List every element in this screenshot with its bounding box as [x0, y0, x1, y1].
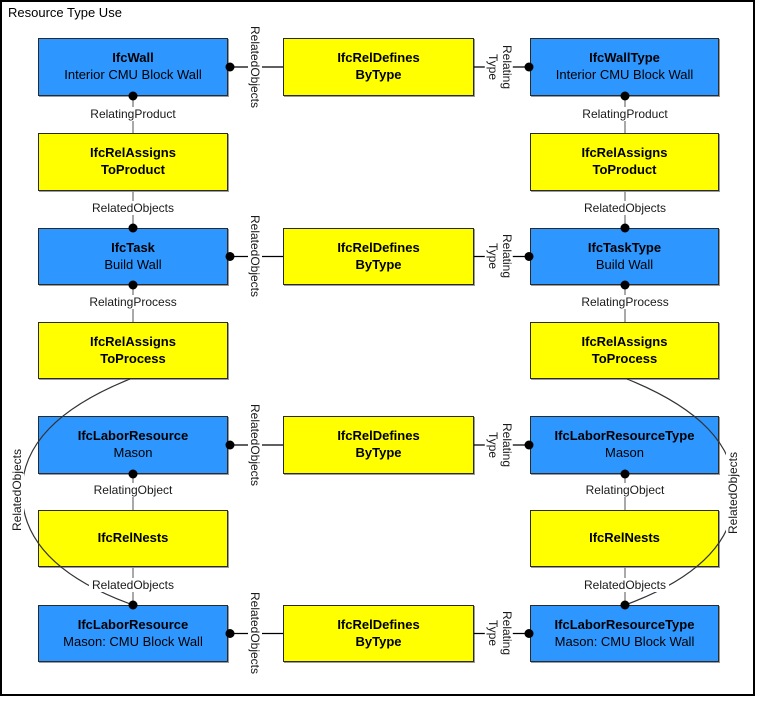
connector-label-relatedobjects-mid4: RelatedObjects [248, 589, 262, 677]
node-ifctasktype: IfcTaskType Build Wall [530, 228, 719, 285]
node-ifclaborresource-mason-cmu: IfcLaborResource Mason: CMU Block Wall [38, 605, 228, 662]
connector-label-relatingproduct-left: RelatingProduct [87, 107, 179, 121]
node-ifclaborresourcetype-mason: IfcLaborResourceType Mason [530, 416, 719, 474]
relatingtype-line2: Type [486, 619, 500, 646]
relatingtype-line1: Relating [499, 422, 514, 468]
node-type-label: IfcLaborResource [77, 616, 189, 632]
connector-label-relatedobjects-mid2: RelatedObjects [248, 212, 262, 300]
node-type-label: IfcTask [111, 239, 155, 255]
node-ifcrelassignstoproduct-left: IfcRelAssigns ToProduct [38, 133, 228, 191]
relatingtype-line2: Type [486, 53, 500, 80]
node-ifcrelassignstoprocess-right: IfcRelAssigns ToProcess [530, 322, 719, 379]
node-type-label2: ByType [355, 67, 402, 82]
connector-label-relatedobjects-left1: RelatedObjects [88, 201, 178, 215]
node-type-label: IfcWall [112, 50, 154, 66]
node-ifcreldefinesbytype-2: IfcRelDefines ByType [283, 228, 474, 285]
relatingtype-line1: Relating [499, 233, 514, 279]
node-type-label: IfcRelDefines [337, 616, 420, 632]
node-type-label2: ByType [355, 445, 402, 460]
node-type-label2: ToProcess [591, 350, 658, 366]
node-type-label: IfcRelAssigns [581, 145, 668, 161]
node-instance-label: Mason: CMU Block Wall [63, 633, 203, 649]
node-type-label: IfcLaborResourceType [554, 616, 695, 632]
node-ifcreldefinesbytype-3: IfcRelDefines ByType [283, 416, 474, 474]
connector-label-relatingprocess-right: RelatingProcess [578, 295, 672, 309]
node-ifcrelnests-left: IfcRelNests [38, 510, 228, 567]
connector-label-relatingtype-4: Relating Type [485, 608, 514, 658]
node-type-label: IfcRelDefines [337, 50, 420, 66]
node-type-label2: ByType [355, 633, 402, 649]
node-type-label: IfcWallType [589, 50, 660, 66]
node-type-label2: ToProduct [592, 162, 657, 177]
connector-label-relatedobjects-arc-right: RelatedObjects [726, 449, 740, 537]
connector-label-relatedobjects-right1: RelatedObjects [580, 201, 670, 215]
diagram-title: Resource Type Use [8, 5, 122, 20]
node-type-label: IfcLaborResourceType [554, 428, 695, 444]
node-type-label: IfcRelNests [97, 530, 169, 546]
node-instance-label: Build Wall [595, 256, 654, 272]
node-ifcrelassignstoproduct-right: IfcRelAssigns ToProduct [530, 133, 719, 191]
connector-label-relatingobject-right: RelatingObject [582, 483, 668, 497]
node-instance-label: Build Wall [104, 256, 162, 272]
connector-label-relatingprocess-left: RelatingProcess [86, 295, 180, 309]
node-type-label: IfcRelDefines [337, 428, 420, 444]
node-ifclaborresourcetype-mason-cmu: IfcLaborResourceType Mason: CMU Block Wa… [530, 605, 719, 662]
node-type-label: IfcRelAssigns [581, 333, 668, 349]
node-instance-label: Interior CMU Block Wall [555, 67, 694, 82]
connector-label-relatedobjects-mid3: RelatedObjects [248, 401, 262, 489]
node-type-label: IfcLaborResource [77, 428, 189, 444]
node-type-label2: ByType [355, 256, 402, 272]
connector-label-relatingtype-1: Relating Type [485, 42, 514, 92]
node-type-label: IfcRelNests [589, 530, 660, 546]
node-type-label: IfcTaskType [587, 239, 662, 255]
node-ifcwalltype: IfcWallType Interior CMU Block Wall [530, 38, 719, 96]
connector-label-relatedobjects-arc-left: RelatedObjects [10, 446, 24, 534]
relatingtype-line2: Type [486, 431, 500, 458]
node-ifcreldefinesbytype-4: IfcRelDefines ByType [283, 605, 474, 662]
node-ifcrelassignstoprocess-left: IfcRelAssigns ToProcess [38, 322, 228, 379]
connector-label-relatedobjects-mid1: RelatedObjects [248, 23, 262, 111]
node-ifcrelnests-right: IfcRelNests [530, 510, 719, 567]
connector-label-relatedobjects-right2: RelatedObjects [580, 578, 670, 592]
relatingtype-line1: Relating [499, 44, 514, 90]
node-ifclaborresource-mason: IfcLaborResource Mason [38, 416, 228, 474]
connector-label-relatingtype-2: Relating Type [485, 231, 514, 281]
node-instance-label: Mason [604, 445, 645, 460]
node-ifctask: IfcTask Build Wall [38, 228, 228, 285]
node-ifcwall: IfcWall Interior CMU Block Wall [38, 38, 228, 96]
node-type-label: IfcRelAssigns [90, 145, 176, 161]
relatingtype-line1: Relating [499, 610, 514, 656]
node-instance-label: Mason [113, 445, 153, 460]
node-type-label: IfcRelAssigns [90, 333, 176, 349]
node-type-label: IfcRelDefines [337, 239, 420, 255]
connector-label-relatingtype-3: Relating Type [485, 420, 514, 470]
node-type-label2: ToProcess [100, 350, 166, 366]
connector-label-relatingproduct-right: RelatingProduct [579, 107, 671, 121]
node-type-label2: ToProduct [100, 162, 166, 177]
connector-label-relatedobjects-left2: RelatedObjects [88, 578, 178, 592]
node-instance-label: Interior CMU Block Wall [64, 67, 202, 82]
node-ifcreldefinesbytype-1: IfcRelDefines ByType [283, 38, 474, 96]
connector-label-relatingobject-left: RelatingObject [90, 483, 176, 497]
node-instance-label: Mason: CMU Block Wall [554, 633, 695, 649]
relatingtype-line2: Type [486, 242, 500, 269]
